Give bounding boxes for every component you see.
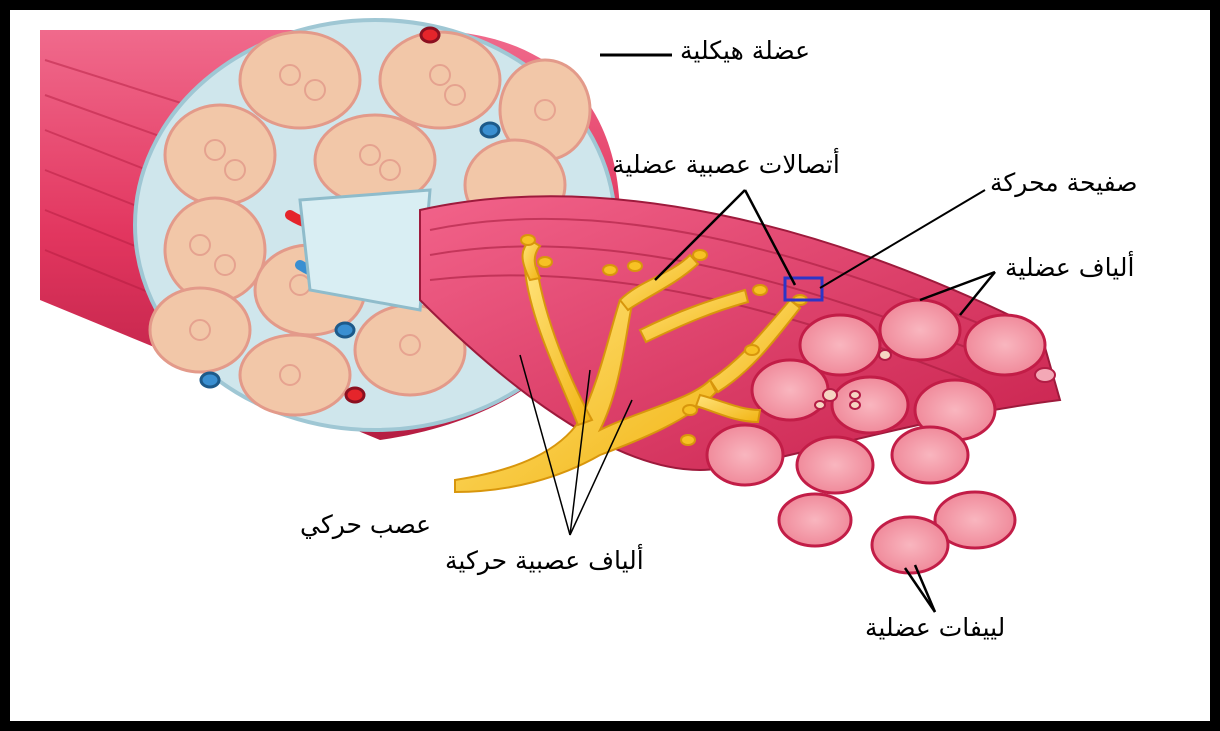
label-neuromuscular-junctions: أتصالات عصبية عضلية [612, 152, 840, 177]
label-myofibrils: لييفات عضلية [865, 615, 1005, 640]
label-motor-nerve-fibers: ألياف عصبية حركية [445, 548, 644, 573]
label-muscle-fibers: ألياف عضلية [1005, 255, 1134, 280]
label-skeletal-muscle: عضلة هيكلية [680, 38, 810, 63]
label-motor-end-plate: صفيحة محركة [990, 170, 1138, 195]
label-motor-nerve: عصب حركي [300, 512, 431, 537]
